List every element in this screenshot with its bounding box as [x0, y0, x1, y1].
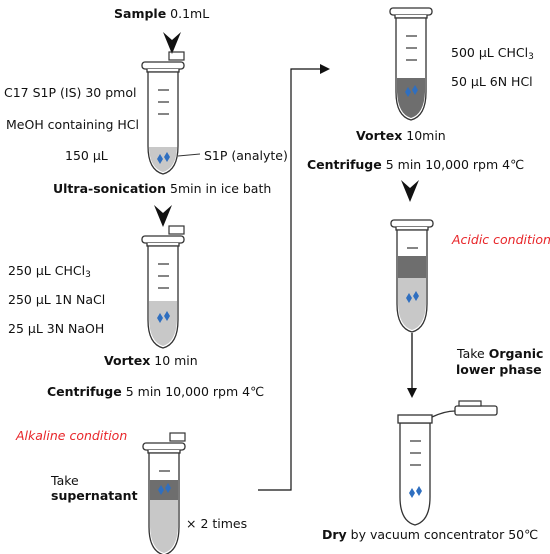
nacl-label: 250 μL 1N NaCl: [8, 292, 106, 307]
tube-acid-extraction: [389, 7, 433, 121]
tube-extraction: [141, 225, 185, 349]
vortex-label-2: Vortex 10min: [356, 128, 446, 143]
vortex-label-1: Vortex 10 min: [104, 353, 198, 368]
organic-phase-label: Take Organic: [457, 346, 544, 361]
tube-dry: [397, 400, 498, 526]
chcl3-500-label: 500 μL CHCl3: [451, 45, 534, 62]
tube-acidic: [390, 219, 434, 333]
analyte-label: S1P (analyte): [204, 148, 288, 163]
step-arrow-1: [163, 32, 181, 54]
naoh-label: 25 μL 3N NaOH: [8, 321, 105, 336]
centrifuge-label-1: Centrifuge 5 min 10,000 rpm 4℃: [47, 384, 265, 399]
take-label-1: Take: [51, 473, 79, 488]
step-arrow-2: [154, 205, 172, 227]
sample-label: Sample 0.1mL: [114, 6, 210, 21]
acidic-condition-label: Acidic condition: [452, 232, 550, 247]
alkaline-condition-label: Alkaline condition: [16, 428, 128, 443]
dry-label: Dry by vacuum concentrator 50℃: [322, 527, 539, 542]
tube-alkaline: [142, 432, 186, 554]
sonication-label: Ultra-sonication 5min in ice bath: [53, 181, 272, 196]
chcl3-250-label: 250 μL CHCl3: [8, 263, 91, 280]
internal-standard-label: C17 S1P (IS) 30 pmol: [4, 85, 137, 100]
lower-phase-label: lower phase: [456, 362, 542, 377]
transfer-connector: [258, 68, 320, 491]
transfer-arrowhead: [320, 64, 330, 74]
step-arrow-3: [401, 180, 419, 202]
analyte-pointer: [177, 153, 201, 157]
reagent-volume-label: 150 μL: [65, 148, 108, 163]
phase-arrow-head: [407, 388, 417, 398]
repeat-label: × 2 times: [186, 516, 248, 531]
tube-sample: [141, 51, 185, 175]
centrifuge-label-2: Centrifuge 5 min 10,000 rpm 4℃: [307, 157, 525, 172]
hcl-label: 50 μL 6N HCl: [451, 74, 533, 89]
meoh-label: MeOH containing HCl: [6, 117, 139, 132]
supernatant-label: supernatant: [51, 488, 138, 503]
